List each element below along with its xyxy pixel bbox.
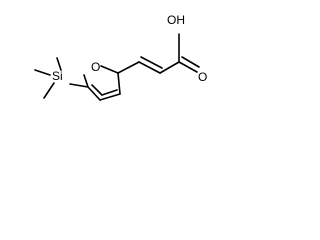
bond-c2-ringO (100, 65, 119, 74)
bond-si-methyl-top (56, 57, 62, 71)
bond-c2-vinyl (117, 61, 140, 74)
bond-carbonyl-a (178, 61, 198, 73)
bond-vinyl-double-b (140, 56, 163, 69)
bond-vinyl-carboxyl (159, 61, 180, 74)
bond-vinyl-double-a (138, 61, 161, 74)
ring-oxygen-label: O (91, 60, 100, 74)
bond-c4-c3 (99, 93, 121, 101)
bond-carbonyl-b (181, 56, 200, 68)
bond-c5-si (69, 83, 89, 88)
chemical-structure: OH O O Si (34, 13, 207, 101)
bond-si-methyl-left (34, 69, 51, 76)
bond-c3-c2 (117, 72, 121, 95)
carbonyl-oxygen-label: O (198, 70, 207, 84)
bond-si-methyl-bottom (43, 82, 55, 99)
hydroxyl-label: OH (167, 13, 185, 27)
silicon-label: Si (52, 69, 63, 83)
bond-c4-c3-double (101, 89, 118, 96)
bond-c5-c4-double (91, 84, 103, 96)
bond-c5-c4 (87, 86, 101, 101)
bond-ringO-c5 (83, 74, 89, 88)
